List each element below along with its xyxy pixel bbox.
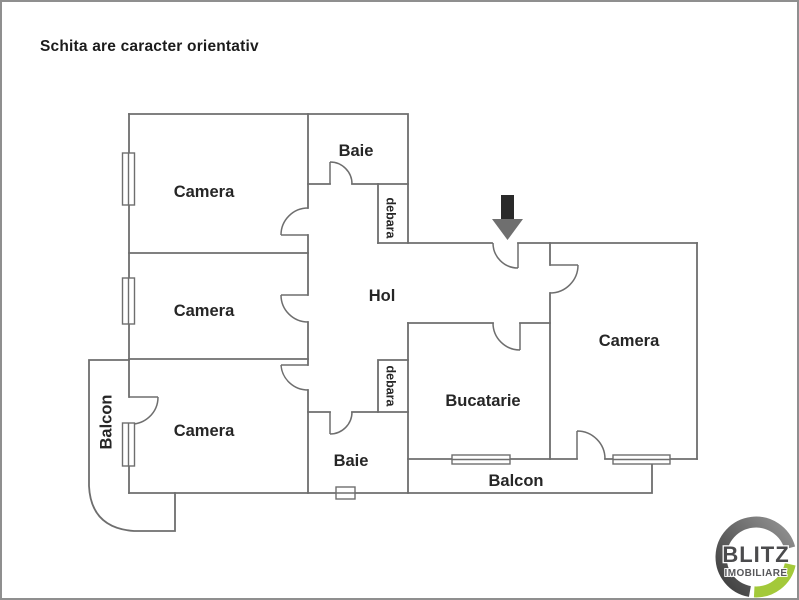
room-label-debara-top: debara <box>384 198 398 240</box>
logo-text-main: BLITZ <box>722 542 789 567</box>
door-baie-bottom <box>329 411 353 435</box>
window-baie-bottom <box>335 486 356 500</box>
blitz-logo: BLITZ IMOBILIARE <box>715 516 796 598</box>
page-title: Schita are caracter orientativ <box>40 38 259 55</box>
door-camera-middle-left <box>280 294 309 323</box>
logo-text-sub: IMOBILIARE <box>725 568 788 579</box>
entrance-arrow <box>492 195 523 240</box>
room-label-camera-top-left: Camera <box>174 183 235 201</box>
window-bucatarie <box>451 454 511 465</box>
room-label-baie-bottom: Baie <box>334 452 369 470</box>
wall-balcony-left <box>88 359 176 532</box>
room-label-camera-middle-left: Camera <box>174 302 235 320</box>
door-camera-bottom-left <box>280 364 309 391</box>
door-baie-top <box>329 161 353 185</box>
window-camera-top-left <box>121 152 136 206</box>
room-label-balcon-bottom: Balcon <box>488 472 543 490</box>
door-entrance <box>492 242 519 269</box>
window-camera-right <box>612 454 671 465</box>
room-label-hol: Hol <box>369 287 396 305</box>
windows <box>121 152 671 500</box>
room-label-camera-bottom-left: Camera <box>174 422 235 440</box>
door-balcony-left <box>128 396 159 425</box>
door-balcony-right <box>576 430 606 460</box>
room-labels: Camera Camera Camera Camera Baie Baie Ho… <box>98 142 661 490</box>
window-camera-middle-left <box>121 277 136 325</box>
door-camera-top-left <box>280 207 309 236</box>
entrance-arrow-head <box>492 219 523 240</box>
doors <box>128 161 606 460</box>
walls <box>88 113 698 532</box>
window-camera-bottom-left <box>121 422 136 467</box>
wall-top <box>128 113 409 244</box>
wall-bottom <box>128 458 653 494</box>
door-bucatarie <box>492 322 521 351</box>
room-label-bucatarie: Bucatarie <box>445 392 520 410</box>
room-label-camera-right: Camera <box>599 332 660 350</box>
logo-ring-green <box>753 562 796 598</box>
door-camera-right <box>549 264 579 294</box>
room-label-baie-top: Baie <box>339 142 374 160</box>
entrance-arrow-shaft <box>501 195 514 220</box>
room-label-debara-bottom: debara <box>384 366 398 408</box>
logo-ring-dark <box>715 516 796 597</box>
wall-debara-bottom <box>377 359 409 413</box>
room-label-balcon-left: Balcon <box>98 394 116 449</box>
